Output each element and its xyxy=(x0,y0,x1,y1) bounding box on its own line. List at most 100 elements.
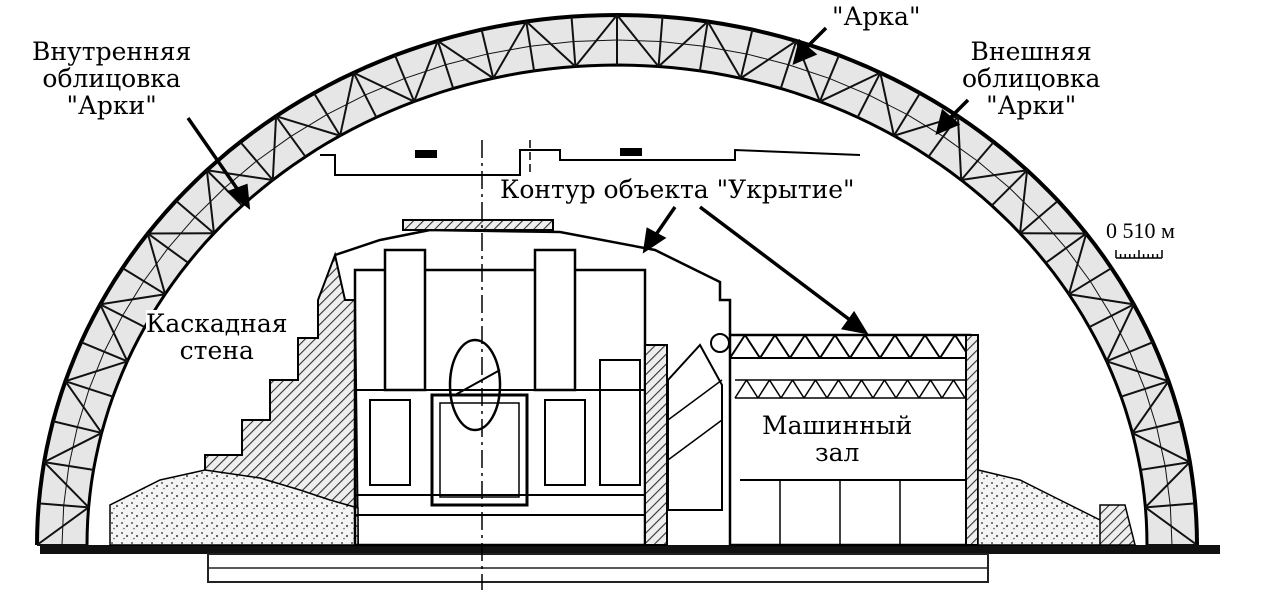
lower-truss-diag xyxy=(929,379,943,399)
label-cascade-wall-line2: стена xyxy=(179,336,254,365)
arch-web-post xyxy=(121,267,166,296)
rail-clamp-2 xyxy=(620,148,642,156)
roof-truss-diag xyxy=(759,334,776,359)
arch-web-midchord xyxy=(530,41,574,47)
arch-web-post xyxy=(1088,303,1135,328)
label-turbine-hall-line2: зал xyxy=(814,438,860,467)
arch-web-midchord xyxy=(1038,216,1067,249)
scale-unit: м xyxy=(1161,218,1175,243)
arch-web-midchord xyxy=(1169,505,1173,546)
arch-web-midchord xyxy=(1089,280,1112,316)
arch-web-midchord xyxy=(1111,315,1131,352)
arch-web-midchord xyxy=(103,315,123,352)
deaerator-stack xyxy=(667,343,723,511)
roof-truss-diag xyxy=(849,334,866,359)
scale-tick-label-0: 0 xyxy=(1106,218,1117,243)
arch-web-midchord xyxy=(76,388,90,428)
label-outer-cladding-line3: "Арки" xyxy=(986,91,1077,120)
roof-truss-diag xyxy=(819,334,836,359)
arch-web-midchord xyxy=(660,41,704,47)
cascade-wall-hatched xyxy=(204,251,360,546)
arrow-inner-cladding xyxy=(186,117,240,191)
shelter-contour-outline xyxy=(334,228,732,335)
arch-web-midchord xyxy=(788,64,830,79)
turbine-hall-roof-truss xyxy=(729,334,971,359)
arch-web-midchord xyxy=(1164,465,1171,506)
arch-web-midchord xyxy=(616,39,661,43)
arch-web-midchord xyxy=(143,247,169,282)
arch-web-midchord xyxy=(88,351,105,390)
label-inner-cladding-line3: "Арки" xyxy=(66,91,157,120)
arch-web-midchord xyxy=(326,94,366,115)
arch-web-midchord xyxy=(364,77,405,96)
arch-web-midchord xyxy=(224,160,257,189)
roof-truss-diag xyxy=(804,334,821,359)
arch-structure xyxy=(35,12,1199,546)
arch-web-midchord xyxy=(1144,388,1158,428)
arch-web-midchord xyxy=(256,136,292,162)
scale-label: 0 510 м xyxy=(1106,217,1175,244)
lower-truss-diag xyxy=(918,379,932,399)
arch-web-post xyxy=(206,169,243,207)
roof-truss-diag xyxy=(939,334,956,359)
arch-web-post xyxy=(436,40,455,89)
ground-line xyxy=(40,545,1220,554)
arch-web-midchord xyxy=(1156,427,1166,467)
scale-bar xyxy=(1115,250,1163,259)
arch-web-midchord xyxy=(1009,187,1040,218)
arch-web-midchord xyxy=(746,53,789,66)
arch-web-midchord xyxy=(573,39,618,43)
arch-web-midchord xyxy=(404,64,446,79)
crane-rail xyxy=(320,148,861,176)
roof-truss-diag xyxy=(729,334,746,359)
arch-truss-web xyxy=(36,14,1198,546)
lower-truss-diag xyxy=(883,379,897,399)
arch-web-post xyxy=(52,420,102,434)
lower-truss-diag xyxy=(872,379,886,399)
arch-web-midchord xyxy=(1129,351,1146,390)
lower-truss-diag xyxy=(814,379,828,399)
scale-minor-ticks xyxy=(1119,254,1159,258)
roof-truss-diag xyxy=(744,334,761,359)
roof-truss-diag xyxy=(789,334,806,359)
arrow-contour-left-head xyxy=(642,227,667,254)
right-footing xyxy=(1099,504,1136,546)
turbine-hall-end-wall xyxy=(965,334,979,546)
lower-truss-diag xyxy=(791,379,805,399)
roof-truss-diag xyxy=(834,334,851,359)
arrow-contour-left xyxy=(653,206,677,237)
arch-web-midchord xyxy=(977,160,1010,189)
label-outer-cladding: Внешняя облицовка "Арки" xyxy=(962,38,1100,119)
arch-web-midchord xyxy=(829,77,870,96)
roof-truss-diag xyxy=(924,334,941,359)
side-room xyxy=(599,359,641,486)
stack-diag-2 xyxy=(667,419,723,461)
arrow-contour-right xyxy=(698,205,852,322)
lower-truss-diag xyxy=(745,379,759,399)
lower-truss-diag xyxy=(826,379,840,399)
label-shelter-contour: Контур объекта "Укрытие" xyxy=(500,175,855,204)
leader-arrows xyxy=(186,26,970,335)
label-outer-cladding-line1: Внешняя xyxy=(970,37,1092,66)
lower-truss-diag xyxy=(757,379,771,399)
scale-tick-label-5: 5 xyxy=(1122,218,1134,243)
reactor-lid-diag xyxy=(454,369,501,396)
roof-truss-diag xyxy=(909,334,926,359)
lower-truss-diag xyxy=(906,379,920,399)
reactor-shaft xyxy=(430,393,529,507)
roof-slab xyxy=(402,219,554,231)
arch-web-midchord xyxy=(61,505,65,546)
arch-web-midchord xyxy=(194,187,225,218)
arch-web-midchord xyxy=(703,45,747,55)
arrow-outer-cladding-head xyxy=(935,108,961,135)
arch-web-midchord xyxy=(1065,247,1091,282)
arch-web-post xyxy=(525,21,536,72)
label-inner-cladding: Внутренняя облицовка "Арки" xyxy=(32,38,191,119)
arch-web-midchord xyxy=(942,136,978,162)
arrow-inner-cladding-head xyxy=(226,183,251,210)
reactor-shaft-inner xyxy=(439,402,520,498)
lower-truss-diag xyxy=(860,379,874,399)
roof-truss-diag xyxy=(774,334,791,359)
arch-web-midchord xyxy=(487,45,531,55)
label-inner-cladding-line2: облицовка xyxy=(42,64,181,93)
